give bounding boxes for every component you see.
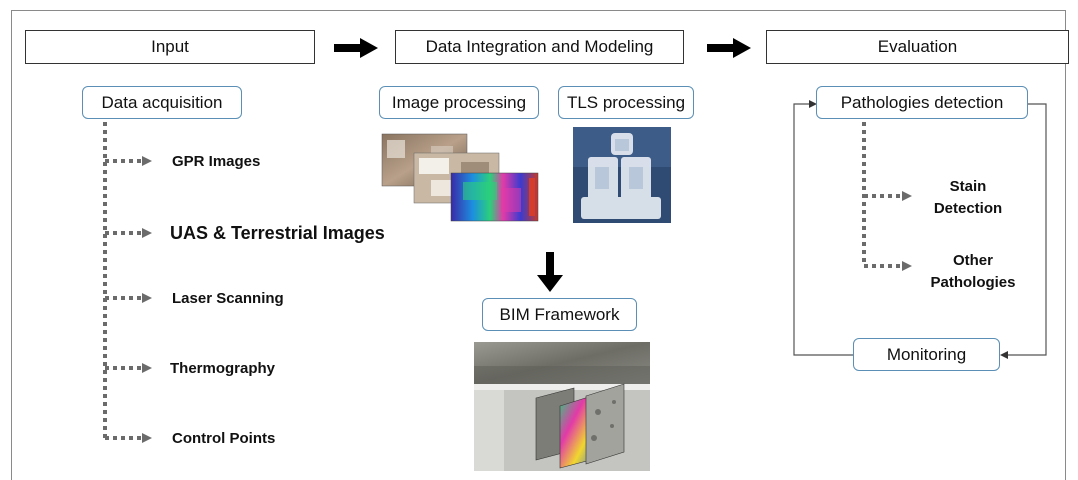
eval-item-stain-line1: Stain <box>949 178 987 195</box>
bim-down-arrow <box>537 252 563 292</box>
data-acquisition-label: Data acquisition <box>101 92 223 112</box>
monitoring-loop <box>793 103 1047 356</box>
stage-evaluation-label: Evaluation <box>877 37 958 56</box>
image-processing-box: Image processing <box>379 86 539 119</box>
eval-item-other-line1: Other <box>952 252 993 269</box>
eval-item-other: Other Pathologies <box>918 250 1028 294</box>
pathologies-detection-label: Pathologies detection <box>840 92 1004 112</box>
stage-evaluation-box: Evaluation <box>766 30 1069 64</box>
acquisition-item-uas: UAS & Terrestrial Images <box>170 223 385 243</box>
tls-thumbnail <box>573 127 671 223</box>
detection-arrowhead <box>809 100 817 108</box>
data-acquisition-box: Data acquisition <box>82 86 242 119</box>
acquisition-item-laser: Laser Scanning <box>172 290 284 307</box>
tls-processing-box: TLS processing <box>558 86 694 119</box>
bim-framework-box: BIM Framework <box>482 298 637 331</box>
bim-framework-thumbnail <box>474 342 650 471</box>
eval-item-stain-line2: Detection <box>933 200 1003 217</box>
stage-integration-label: Data Integration and Modeling <box>425 37 654 56</box>
tls-processing-label: TLS processing <box>566 92 686 112</box>
pathologies-detection-box: Pathologies detection <box>816 86 1028 119</box>
image-processing-label: Image processing <box>391 92 527 112</box>
eval-item-stain: Stain Detection <box>928 176 1008 220</box>
diagram-frame <box>11 10 1066 480</box>
image-processing-thumbnail <box>381 133 539 222</box>
stage-input-label: Input <box>151 37 189 56</box>
stage-arrow-1 <box>334 38 378 58</box>
stage-arrow-2 <box>707 38 751 58</box>
acquisition-item-control-points: Control Points <box>172 430 276 447</box>
acquisition-connectors <box>103 122 152 443</box>
monitoring-arrowhead <box>1000 351 1008 359</box>
monitoring-box: Monitoring <box>853 338 1000 371</box>
monitoring-label: Monitoring <box>886 344 967 364</box>
eval-item-other-line2: Pathologies <box>930 274 1016 291</box>
stage-integration-box: Data Integration and Modeling <box>395 30 684 64</box>
stage-input-box: Input <box>25 30 315 64</box>
acquisition-item-thermography: Thermography <box>170 360 276 377</box>
evaluation-connectors <box>862 122 912 271</box>
acquisition-item-gpr: GPR Images <box>172 153 261 170</box>
bim-framework-label: BIM Framework <box>499 304 620 324</box>
